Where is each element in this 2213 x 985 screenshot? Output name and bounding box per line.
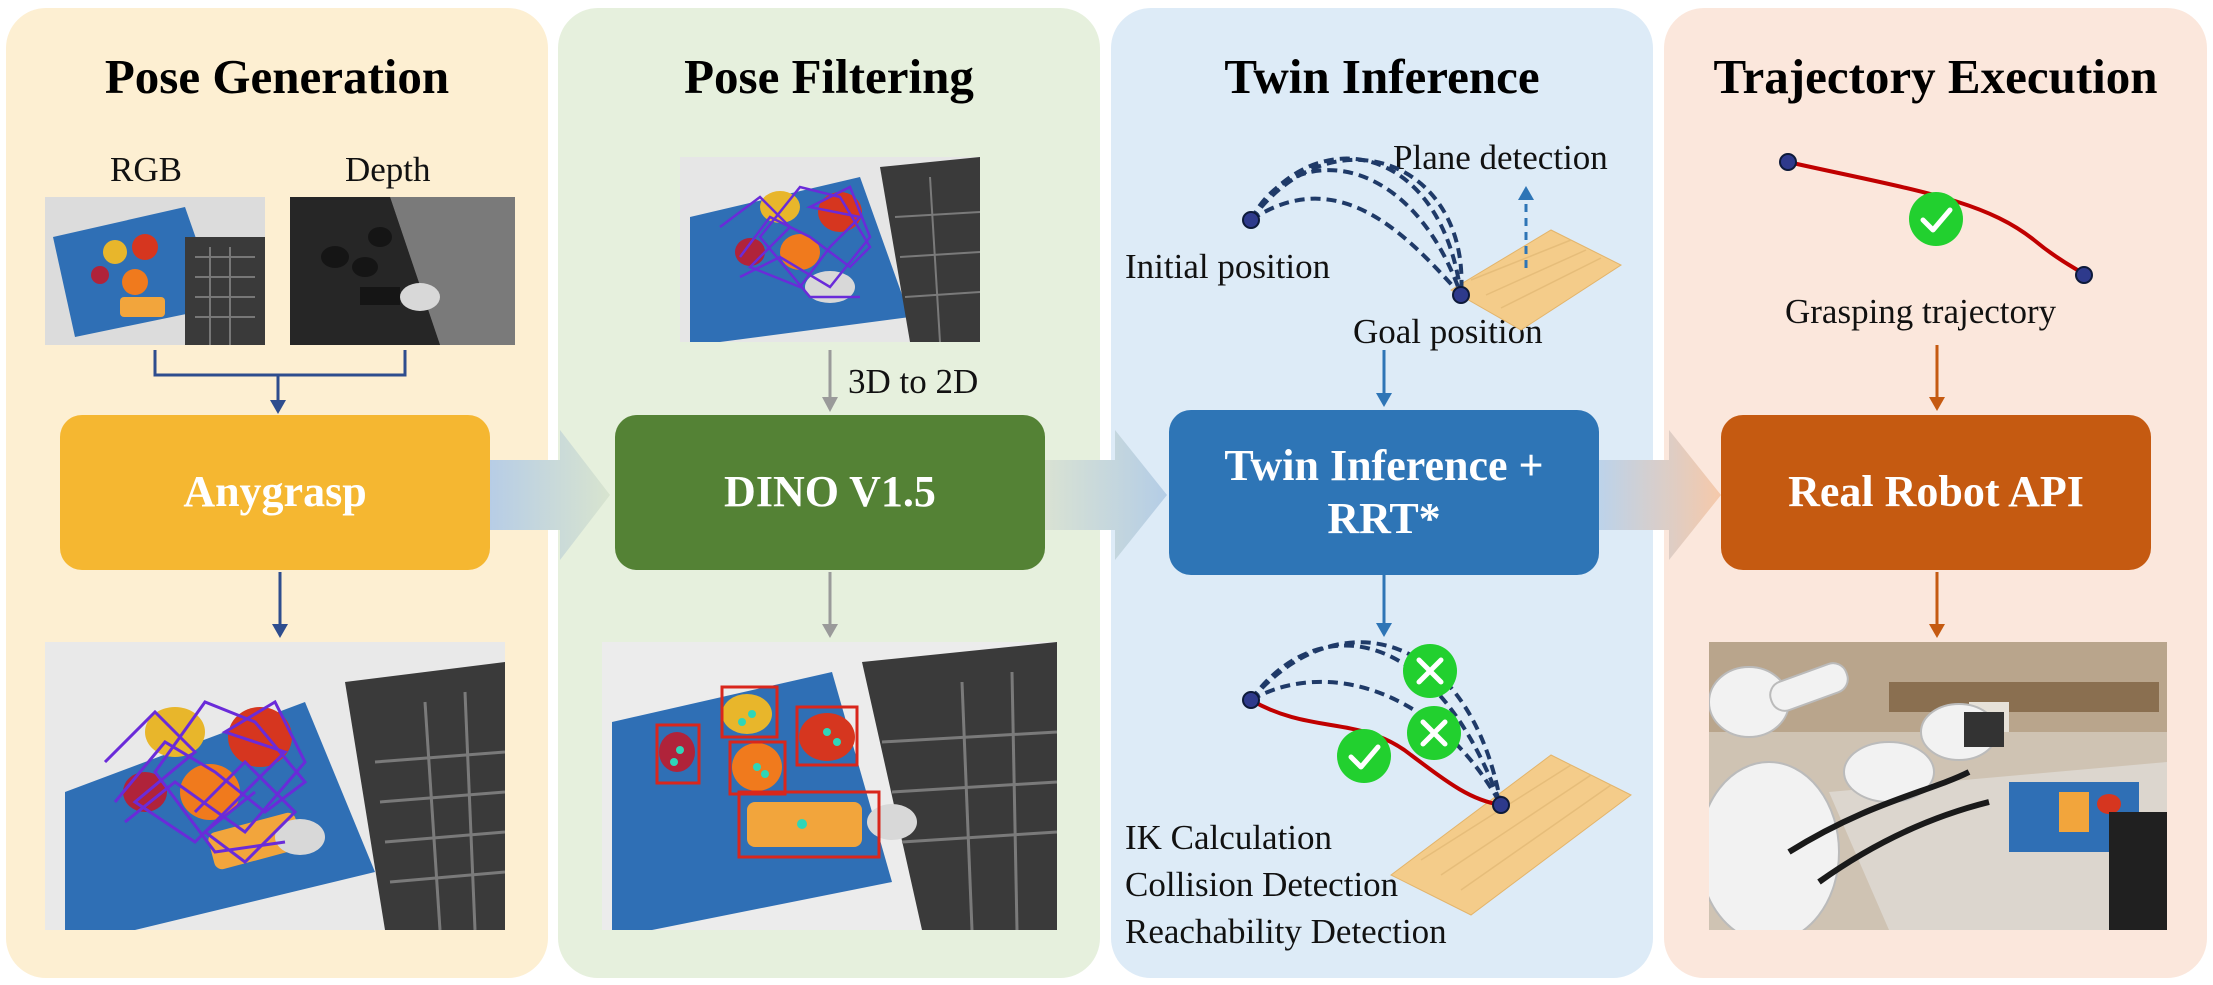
ik-calculation-label: IK Calculation bbox=[1125, 818, 1333, 857]
connector-rgb-depth bbox=[153, 350, 407, 414]
arrow-dino-down bbox=[822, 572, 838, 638]
real-robot-api-box: Real Robot API bbox=[1721, 415, 2151, 570]
collision-detection-label: Collision Detection bbox=[1125, 865, 1399, 904]
panel-title: Twin Inference bbox=[1224, 49, 1540, 104]
arrow-3d-to-2d bbox=[822, 350, 838, 412]
filtering-input-image bbox=[680, 157, 980, 342]
grasping-trajectory-label: Grasping trajectory bbox=[1785, 292, 2057, 331]
reachability-detection-label: Reachability Detection bbox=[1125, 912, 1447, 951]
depth-image bbox=[290, 197, 515, 345]
twin-inference-box: Twin Inference + RRT* bbox=[1169, 410, 1599, 575]
grasp-poses-image bbox=[45, 642, 505, 930]
panel-title: Pose Filtering bbox=[684, 49, 974, 104]
rgb-image bbox=[45, 197, 265, 345]
anygrasp-box: Anygrasp bbox=[60, 415, 490, 570]
filtered-poses-image bbox=[602, 642, 1057, 930]
real-robot-image bbox=[1709, 642, 2167, 930]
twin-inference-box-line2: RRT* bbox=[1327, 493, 1441, 543]
arrow-anygrasp-down bbox=[272, 572, 288, 638]
panel-title: Pose Generation bbox=[104, 49, 450, 104]
planning-diagram-top bbox=[1242, 156, 1623, 407]
flow-arrow-1 bbox=[490, 430, 610, 560]
3d-to-2d-label: 3D to 2D bbox=[848, 362, 979, 401]
check-icon bbox=[1337, 729, 1391, 783]
rgb-label: RGB bbox=[110, 150, 182, 189]
grasping-trajectory-diagram bbox=[1779, 153, 2093, 284]
panel-title: Trajectory Execution bbox=[1713, 49, 2158, 104]
arrow-traj-down bbox=[1929, 345, 1945, 411]
depth-label: Depth bbox=[345, 150, 431, 189]
arrow-api-down bbox=[1929, 572, 1945, 638]
cross-icon bbox=[1403, 644, 1457, 698]
cross-icon bbox=[1407, 706, 1461, 760]
initial-position-label: Initial position bbox=[1125, 247, 1331, 286]
dino-box: DINO V1.5 bbox=[615, 415, 1045, 570]
planning-diagram-bottom bbox=[1242, 575, 1632, 916]
flow-arrow-3 bbox=[1599, 430, 1721, 560]
twin-inference-box-line1: Twin Inference + bbox=[1224, 440, 1544, 490]
plane-detection-label: Plane detection bbox=[1393, 138, 1608, 177]
flow-arrow-2 bbox=[1045, 430, 1167, 560]
